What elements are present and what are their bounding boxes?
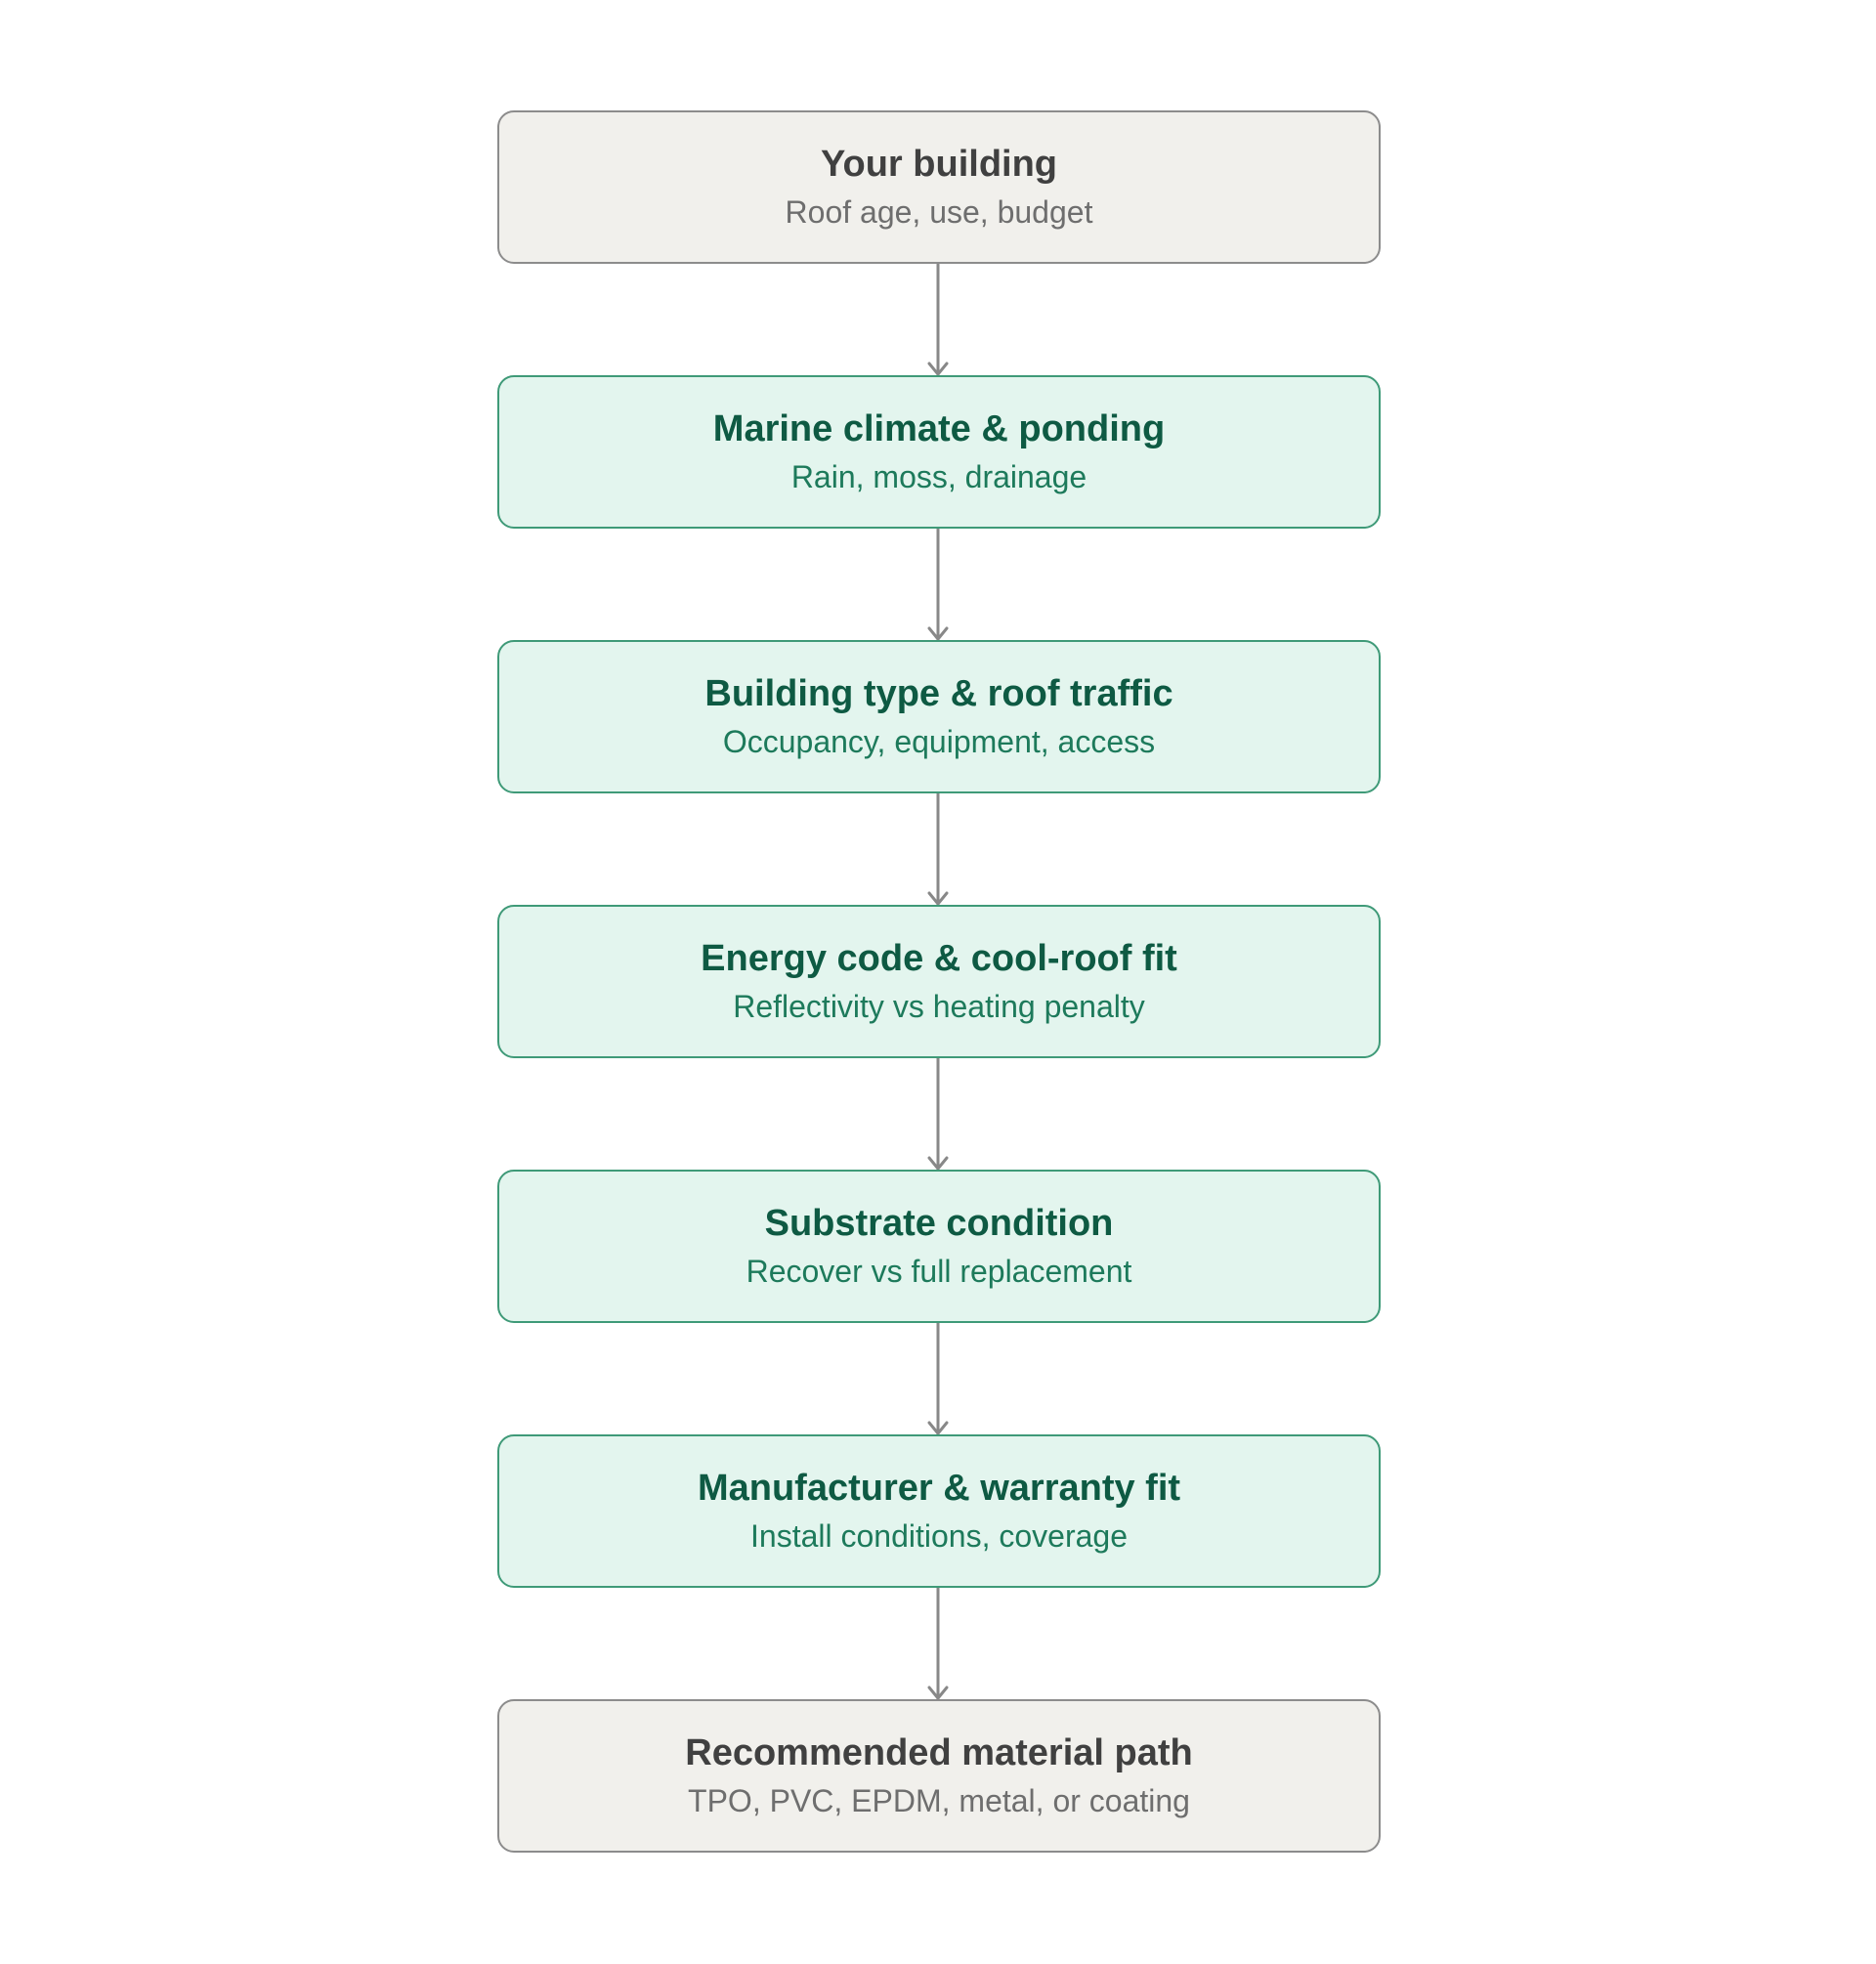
step-title: Energy code & cool-roof fit (701, 937, 1177, 979)
connector-1 (927, 262, 949, 376)
step-marine-climate: Marine climate & ponding Rain, moss, dra… (497, 375, 1381, 529)
step-title: Recommended material path (685, 1731, 1193, 1773)
step-subtitle: Install conditions, coverage (750, 1517, 1128, 1554)
step-subtitle: Occupancy, equipment, access (722, 723, 1156, 759)
step-building-type: Building type & roof traffic Occupancy, … (497, 640, 1381, 793)
step-subtitle: TPO, PVC, EPDM, metal, or coating (688, 1782, 1190, 1818)
step-energy-code: Energy code & cool-roof fit Reflectivity… (497, 905, 1381, 1058)
step-title: Marine climate & ponding (712, 407, 1166, 449)
step-manufacturer-warranty: Manufacturer & warranty fit Install cond… (497, 1434, 1381, 1588)
step-recommended-material: Recommended material path TPO, PVC, EPDM… (497, 1699, 1381, 1853)
step-your-building: Your building Roof age, use, budget (497, 110, 1381, 264)
step-subtitle: Reflectivity vs heating penalty (733, 988, 1145, 1024)
step-subtitle: Rain, moss, drainage (790, 458, 1087, 494)
step-subtitle: Roof age, use, budget (785, 193, 1093, 230)
step-title: Substrate condition (764, 1202, 1114, 1244)
step-title: Your building (820, 143, 1058, 185)
step-substrate-condition: Substrate condition Recover vs full repl… (497, 1170, 1381, 1323)
step-subtitle: Recover vs full replacement (746, 1253, 1132, 1289)
connector-3 (927, 791, 949, 906)
connector-4 (927, 1056, 949, 1171)
step-title: Building type & roof traffic (704, 672, 1173, 714)
step-title: Manufacturer & warranty fit (697, 1467, 1181, 1509)
connector-6 (927, 1586, 949, 1700)
connector-2 (927, 527, 949, 641)
connector-5 (927, 1321, 949, 1435)
